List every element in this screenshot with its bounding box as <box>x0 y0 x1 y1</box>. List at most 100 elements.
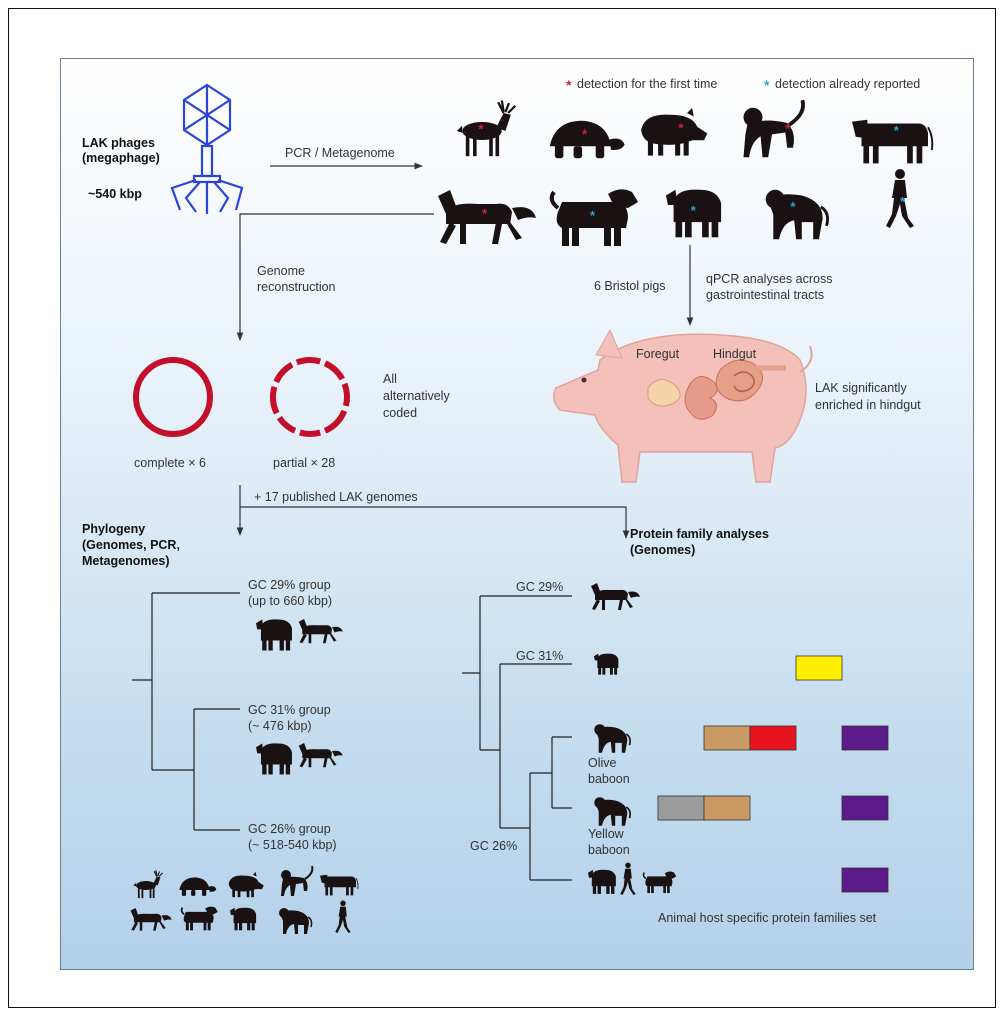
yellow-baboon-icon <box>594 797 630 826</box>
olive-label-line1: Olive <box>588 756 617 770</box>
legend: * detection for the first time * detecti… <box>566 77 920 93</box>
genome-label-line1: Genome <box>257 264 305 278</box>
partial-count: partial × 28 <box>273 456 335 470</box>
gc26-host-tortoise-icon <box>179 877 216 895</box>
phage-icon <box>172 85 242 214</box>
gc26-dog-icon <box>643 872 676 893</box>
pigs-label: 6 Bristol pigs <box>594 279 666 293</box>
protein-family-purple-box-3 <box>842 868 888 892</box>
gc26-host-horse-icon <box>131 908 172 931</box>
pig-gut-illustration: Foregut Hindgut LAK significantly enrich… <box>554 330 921 482</box>
phylogeny-tree <box>132 593 240 830</box>
yellow-label-line2: baboon <box>588 843 630 857</box>
host-tortoise-icon <box>550 121 625 158</box>
host-animals-grid: ********** <box>438 100 932 246</box>
group26-size: (~ 518-540 kbp) <box>248 838 337 852</box>
protein-family-tan-box <box>704 726 750 750</box>
partial-genome-arc <box>273 387 277 413</box>
partial-genome-ring-icon <box>273 360 347 434</box>
partial-genome-arc <box>325 411 344 431</box>
partial-genome-arc <box>300 433 320 434</box>
group29-horse-icon <box>299 619 343 643</box>
gc26-host-human-icon <box>335 901 350 933</box>
legend-first-label: detection for the first time <box>577 77 717 91</box>
host-deer-icon <box>457 100 516 156</box>
gc26-host-boar-icon <box>229 872 264 897</box>
phylogeny-title-line2: (Genomes, PCR, <box>82 538 180 552</box>
protein-gc31-label: GC 31% <box>516 649 563 663</box>
group31-horse-icon <box>299 743 343 767</box>
host-boar-icon <box>641 108 707 156</box>
host-monkey-icon <box>744 100 804 157</box>
qpcr-label-line1: qPCR analyses across <box>706 272 832 286</box>
protein-family-yellow-box <box>796 656 842 680</box>
protein-family-purple-box <box>842 726 888 750</box>
yellow-label-line1: Yellow <box>588 827 625 841</box>
gc26-human-icon <box>620 863 635 895</box>
pig-result-line1: LAK significantly <box>815 381 907 395</box>
group31-label: GC 31% group <box>248 703 331 717</box>
group31-size: (~ 476 kbp) <box>248 719 312 733</box>
group29-label: GC 29% group <box>248 578 331 592</box>
protein-footer-label: Animal host specific protein families se… <box>658 911 877 925</box>
coding-note-line3: coded <box>383 406 417 420</box>
group31-pig-icon <box>256 743 292 774</box>
protein-family-purple-box-2 <box>842 796 888 820</box>
gc26-host-dog-icon <box>182 907 218 931</box>
pcr-label: PCR / Metagenome <box>285 146 395 160</box>
partial-genome-arc <box>276 365 292 382</box>
protein-gc26-label: GC 26% <box>470 839 517 853</box>
gc26-host-deer-icon <box>133 870 162 898</box>
legend-reported-label: detection already reported <box>775 77 920 91</box>
partial-genome-arc <box>297 360 320 362</box>
lak-phage: LAK phages (megaphage) ~540 kbp <box>82 85 242 214</box>
coding-note-line2: alternatively <box>383 389 450 403</box>
phylogeny-title-line1: Phylogeny <box>82 522 145 536</box>
complete-genome-ring-icon <box>136 360 210 434</box>
host-baboon-icon <box>766 190 828 239</box>
gc26-host-pig-icon <box>230 908 256 931</box>
coding-note-line1: All <box>383 372 397 386</box>
complete-count: complete × 6 <box>134 456 206 470</box>
partial-genome-arc <box>325 363 342 379</box>
olive-baboon-icon <box>594 724 630 753</box>
gc26-host-cow-icon <box>320 875 358 896</box>
partial-genome-arc <box>279 418 295 431</box>
genome-label-line2: reconstruction <box>257 280 336 294</box>
qpcr-label-line2: gastrointestinal tracts <box>706 288 824 302</box>
protein-horse-icon <box>591 583 640 610</box>
pig-result-line2: enriched in hindgut <box>815 398 921 412</box>
protein-family-red-box <box>750 726 796 750</box>
group26-label: GC 26% group <box>248 822 331 836</box>
phage-title-line2: (megaphage) <box>82 151 160 165</box>
protein-title-line2: (Genomes) <box>630 543 695 557</box>
gc26-host-monkey-icon <box>281 866 312 896</box>
phage-size: ~540 kbp <box>88 187 142 201</box>
foregut-label: Foregut <box>636 347 680 361</box>
protein-family-tan-box-2 <box>704 796 750 820</box>
gc26-host-baboon-icon <box>279 908 312 934</box>
genome-reconstructions: complete × 6 partial × 28 All alternativ… <box>134 360 450 470</box>
protein-family-panel: Protein family analyses (Genomes) GC 29%… <box>462 527 888 925</box>
gc26-pig-icon <box>588 870 616 894</box>
protein-family-gray-box <box>658 796 704 820</box>
protein-pig-icon <box>594 654 618 675</box>
first-detection-star-icon: * <box>566 77 572 93</box>
group29-size: (up to 660 kbp) <box>248 594 332 608</box>
protein-gc29-label: GC 29% <box>516 580 563 594</box>
phylogeny-panel: Phylogeny (Genomes, PCR, Metagenomes) GC… <box>82 522 358 934</box>
group29-pig-icon <box>256 619 292 650</box>
phage-title-line1: LAK phages <box>82 136 155 150</box>
olive-label-line2: baboon <box>588 772 630 786</box>
protein-title-line1: Protein family analyses <box>630 527 769 541</box>
hindgut-label: Hindgut <box>713 347 757 361</box>
host-cow-icon <box>852 120 932 164</box>
published-label: + 17 published LAK genomes <box>254 490 418 504</box>
pig-anatomy-icon <box>554 330 812 482</box>
reported-detection-star-icon: * <box>764 77 770 93</box>
phylogeny-title-line3: Metagenomes) <box>82 554 170 568</box>
group26-hosts-grid <box>131 866 359 934</box>
protein-tree <box>462 596 572 880</box>
partial-genome-arc <box>345 384 347 406</box>
